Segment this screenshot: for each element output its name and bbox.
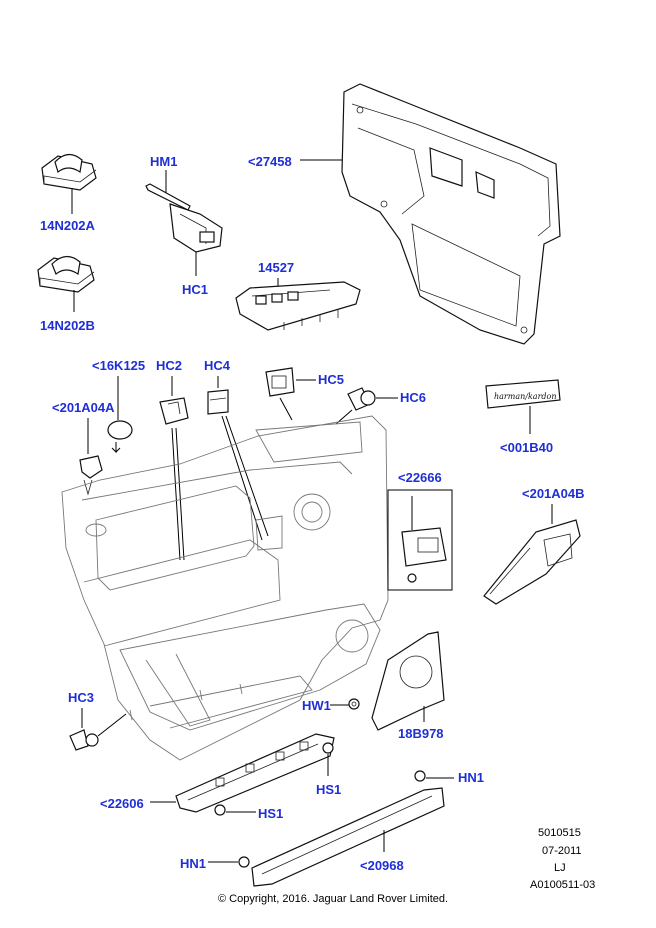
label-HS1-upper[interactable]: HS1 <box>316 782 341 797</box>
part-201A04A-drawing <box>79 455 103 496</box>
part-201A04B-drawing <box>483 519 581 605</box>
part-HC3-drawing <box>69 713 127 751</box>
label-20968[interactable]: <20968 <box>360 858 404 873</box>
part-18B978-drawing <box>371 631 445 731</box>
part-HS1-lower-drawing <box>214 804 256 816</box>
part-001B40-drawing: harman/kardon <box>485 379 561 434</box>
label-HC2[interactable]: HC2 <box>156 358 182 373</box>
label-14527[interactable]: 14527 <box>258 260 294 275</box>
label-HC4[interactable]: HC4 <box>204 358 231 373</box>
part-22666-drawing <box>387 489 453 591</box>
part-HW1-drawing <box>348 698 360 710</box>
label-HW1[interactable]: HW1 <box>302 698 331 713</box>
info-date: 07-2011 <box>542 845 582 857</box>
label-HC3[interactable]: HC3 <box>68 690 94 705</box>
part-22606-drawing <box>175 733 335 813</box>
part-14N202A-drawing <box>41 153 97 214</box>
label-HS1-lower[interactable]: HS1 <box>258 806 283 821</box>
label-27458[interactable]: <27458 <box>248 154 292 169</box>
label-22606[interactable]: <22606 <box>100 796 144 811</box>
info-ref: A0100511-03 <box>530 879 595 891</box>
label-HC6[interactable]: HC6 <box>400 390 426 405</box>
label-201A04B[interactable]: <201A04B <box>522 486 585 501</box>
part-16K125-drawing <box>107 420 133 454</box>
part-HN1-left-drawing <box>238 856 250 868</box>
label-HC5[interactable]: HC5 <box>318 372 344 387</box>
info-initials: LJ <box>554 862 566 874</box>
part-HM1-HC1-drawing <box>145 170 223 276</box>
part-27458-drawing <box>341 83 561 345</box>
label-HN1-left[interactable]: HN1 <box>180 856 206 871</box>
part-14527-drawing <box>235 281 361 331</box>
label-HN1-right[interactable]: HN1 <box>458 770 484 785</box>
part-14N202B-drawing <box>37 255 95 312</box>
copyright: © Copyright, 2016. Jaguar Land Rover Lim… <box>218 893 448 905</box>
part-HN1-right-drawing <box>414 770 454 782</box>
part-20968-drawing <box>251 787 445 887</box>
label-HM1[interactable]: HM1 <box>150 154 177 169</box>
label-14N202A[interactable]: 14N202A <box>40 218 96 233</box>
part-HC5-drawing <box>265 367 295 421</box>
label-18B978[interactable]: 18B978 <box>398 726 444 741</box>
label-201A04A[interactable]: <201A04A <box>52 400 115 415</box>
part-HC2-drawing <box>159 397 189 561</box>
badge-text: harman/kardon <box>494 392 556 401</box>
label-HC1[interactable]: HC1 <box>182 282 208 297</box>
label-001B40[interactable]: <001B40 <box>500 440 553 455</box>
label-22666[interactable]: <22666 <box>398 470 442 485</box>
label-16K125[interactable]: <16K125 <box>92 358 145 373</box>
door-trim-panel-drawing <box>61 415 389 761</box>
label-14N202B[interactable]: 14N202B <box>40 318 95 333</box>
part-HS1-upper-drawing <box>322 742 334 776</box>
info-number: 5010515 <box>538 827 581 839</box>
part-HC4-drawing <box>207 389 269 541</box>
